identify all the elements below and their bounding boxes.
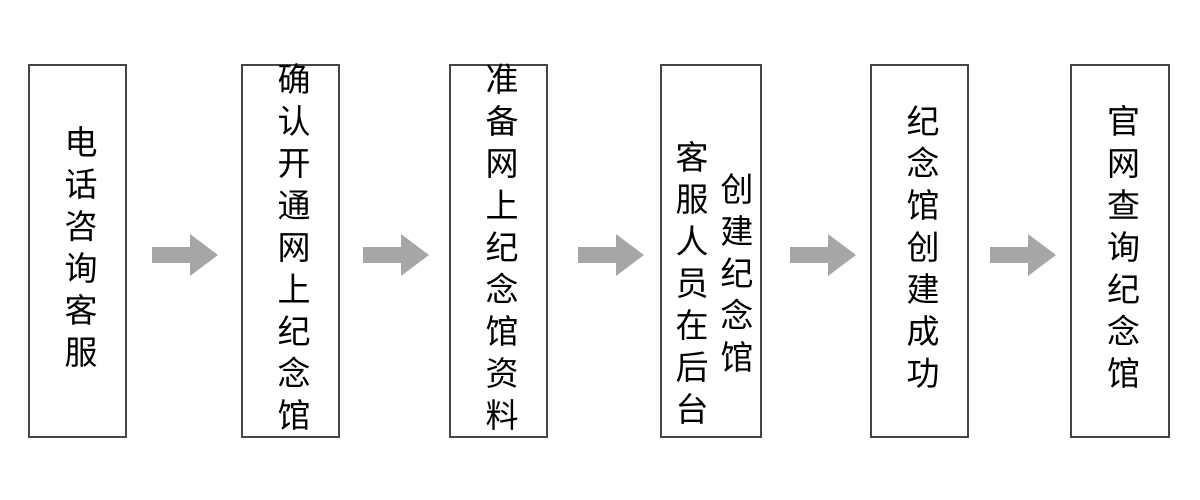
- process-node-4-label-column-2: 创建纪念馆: [714, 172, 754, 382]
- process-node-6-label: 官网查询纪念馆: [1101, 104, 1141, 398]
- flow-arrow-1: [152, 234, 218, 276]
- process-node-1-label: 电话咨询客服: [58, 125, 98, 377]
- process-node-5-label: 纪念馆创建成功: [900, 104, 940, 398]
- process-node-1[interactable]: 电话咨询客服: [28, 64, 127, 438]
- process-node-3[interactable]: 准备网上纪念馆资料: [449, 62, 548, 440]
- flow-arrow-5: [990, 234, 1056, 276]
- process-node-3-label: 准备网上纪念馆资料: [479, 62, 519, 440]
- process-node-4-label-column-1: 客服人员在后台: [670, 140, 709, 434]
- process-node-6[interactable]: 官网查询纪念馆: [1070, 64, 1170, 438]
- process-node-4[interactable]: 客服人员在后台 创建纪念馆: [660, 64, 762, 438]
- flow-arrow-4: [790, 234, 856, 276]
- process-node-2[interactable]: 确认开通网上纪念馆: [241, 62, 340, 440]
- flow-arrow-3: [578, 234, 644, 276]
- process-node-2-label: 确认开通网上纪念馆: [271, 62, 311, 440]
- flow-arrow-2: [363, 234, 429, 276]
- process-node-5[interactable]: 纪念馆创建成功: [870, 64, 969, 438]
